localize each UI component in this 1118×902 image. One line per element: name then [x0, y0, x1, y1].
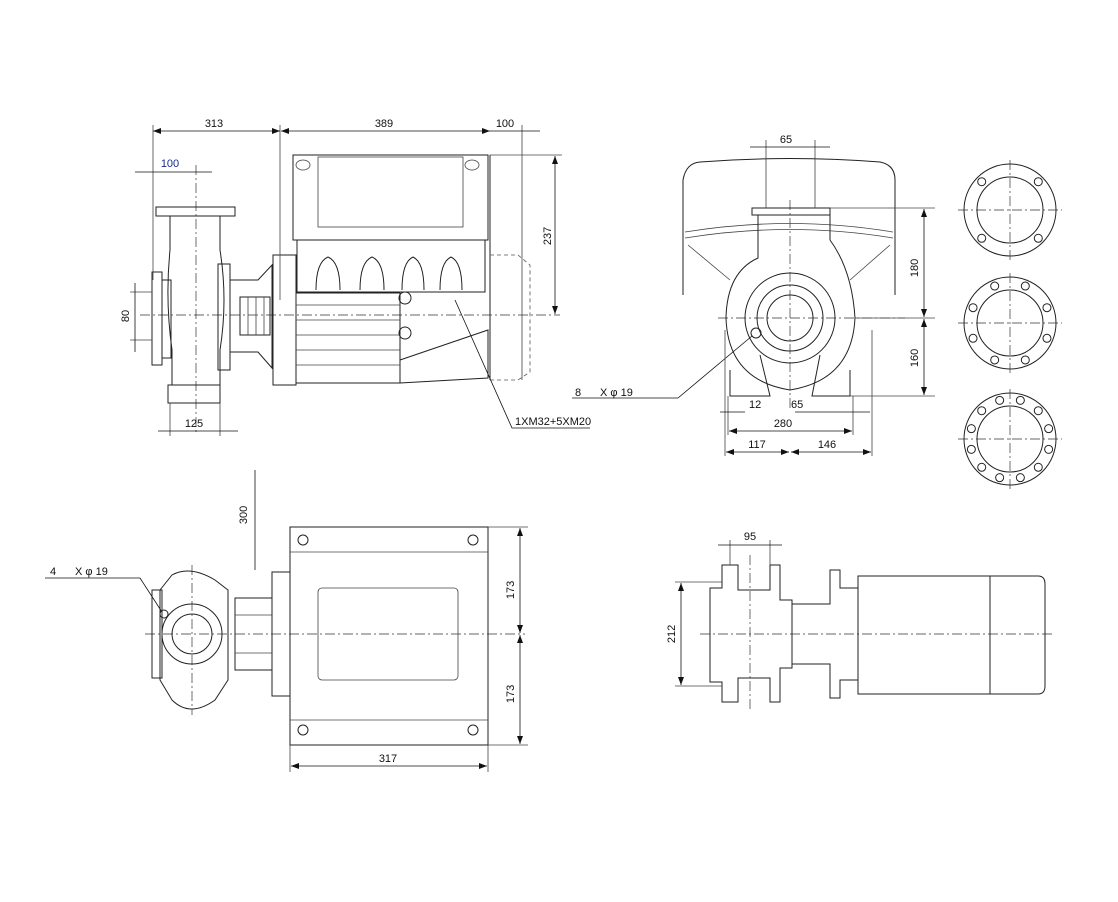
bracket	[229, 263, 273, 370]
flange-bolt-hole	[1033, 177, 1043, 187]
screw-icon	[467, 724, 479, 736]
flange-bolt-hole	[1042, 303, 1052, 313]
flange-bolt-hole	[968, 333, 978, 343]
volute	[725, 215, 856, 391]
dim-pump-length: 313	[205, 118, 223, 130]
pump-profile	[709, 564, 793, 703]
dim-upper-height: 180	[909, 259, 921, 277]
dim-motor-length: 389	[375, 118, 393, 130]
screw-icon	[297, 724, 309, 736]
dim-foot-hole: 12	[749, 399, 761, 411]
dim-height: 212	[666, 625, 678, 643]
flange-bolt-hole	[1044, 444, 1054, 454]
flange-bolt-hole	[966, 424, 976, 434]
dim-right: 146	[818, 439, 836, 451]
pump-casing	[159, 570, 229, 710]
motor-body	[295, 292, 401, 384]
dim-foot-width: 125	[185, 418, 203, 430]
dim-outlet-offset: 100	[161, 158, 179, 170]
flange-bolt-hole	[977, 177, 987, 187]
terminal-box-top	[289, 526, 489, 746]
dim-flange-width: 95	[744, 531, 756, 543]
dim-foot-offset: 65	[791, 399, 803, 411]
dim-terminal-height: 237	[542, 227, 554, 245]
flange-bolt-hole	[966, 444, 976, 454]
screw-icon	[398, 291, 412, 305]
flange-bolt-hole	[990, 355, 1000, 365]
bolt-hole	[750, 327, 762, 339]
flange-bolt-hole	[1033, 406, 1043, 416]
motor-flange	[272, 254, 297, 386]
rear-view: 95 212	[666, 531, 1055, 712]
flange-bolt-hole	[1015, 395, 1025, 405]
flange-bolt-hole	[1015, 473, 1025, 483]
flange-bolt-hole	[995, 395, 1005, 405]
holes-count: 4	[50, 566, 56, 578]
front-view: 65 180 160 8 X φ 19 12 65 280 117 146	[572, 134, 935, 456]
flange-bolt-hole	[977, 462, 987, 472]
fan-cover-profile	[990, 575, 1046, 695]
motor-cover	[682, 158, 896, 295]
flange-bolt-hole	[995, 473, 1005, 483]
dim-half-width-upper: 173	[505, 581, 517, 599]
dim-box-width: 317	[379, 753, 397, 765]
cover-panel	[317, 587, 459, 681]
flange-bolt-hole	[990, 281, 1000, 291]
flange-bolt-hole	[968, 303, 978, 313]
flange-bolt-hole	[977, 406, 987, 416]
dim-outlet-width: 65	[780, 134, 792, 146]
dim-half-width-lower: 173	[505, 685, 517, 703]
motor-profile	[857, 575, 991, 695]
flange-bolt-hole	[1042, 333, 1052, 343]
dim-fan-clearance: 100	[496, 118, 514, 130]
flange-bolt-hole	[1020, 281, 1030, 291]
flange-bolt-hole	[1044, 424, 1054, 434]
screw-icon	[297, 534, 309, 546]
screw-icon	[467, 534, 479, 546]
holes-spec: X φ 19	[600, 387, 633, 399]
dim-lower-height: 160	[909, 349, 921, 367]
flange-bolt-hole	[1033, 462, 1043, 472]
flange-bolt-hole	[1033, 233, 1043, 243]
terminal-box-base	[296, 239, 486, 293]
outlet-flange	[751, 207, 831, 216]
outlet-flange	[155, 206, 236, 217]
pump-foot	[167, 384, 221, 404]
cable-entries-label: 1XM32+5XM20	[515, 416, 591, 428]
screw-icon	[398, 326, 412, 340]
dim-foot-span: 280	[774, 418, 792, 430]
holes-spec: X φ 19	[75, 566, 108, 578]
cable-glands	[315, 256, 463, 291]
fan-cover-outline	[490, 254, 531, 381]
flange-patterns	[958, 160, 1062, 489]
coupling-guard	[239, 296, 271, 336]
dim-inlet-diameter: 80	[120, 310, 132, 322]
flange-bolt-hole	[977, 233, 987, 243]
holes-count: 8	[575, 387, 581, 399]
dim-left: 117	[748, 439, 766, 451]
flange-bolt-hole	[1020, 355, 1030, 365]
inlet-flange	[151, 271, 163, 366]
top-view: 300 4 X φ 19 173 173 317	[45, 470, 528, 772]
dim-clearance: 300	[238, 506, 250, 524]
bolt-hole	[159, 609, 169, 619]
side-view: 313 389 100 100 237 80 125 1XM32+5XM20	[120, 118, 591, 436]
